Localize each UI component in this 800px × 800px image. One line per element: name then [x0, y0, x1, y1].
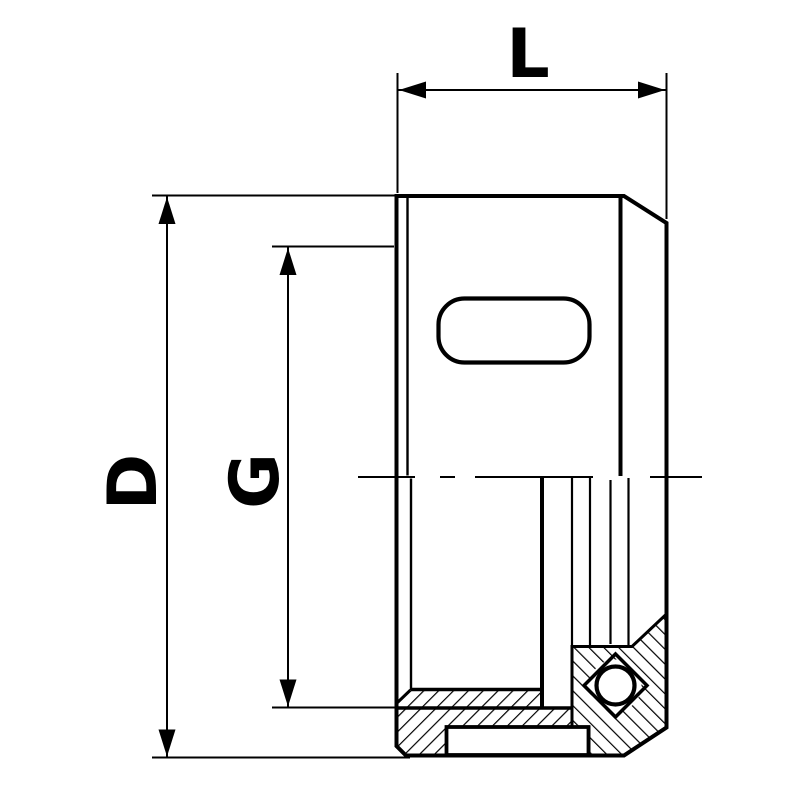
- arrowhead-up-icon: [279, 248, 297, 275]
- part-body: [358, 194, 702, 758]
- ball-race-diamond: [581, 651, 650, 720]
- dimension-label-D: D: [94, 454, 173, 510]
- section-hatch-bore-band: [397, 691, 542, 707]
- dimension-length: L: [396, 15, 668, 219]
- section-hatch-bottom-band: [396, 709, 572, 754]
- dimension-label-L: L: [506, 15, 549, 94]
- arrowhead-down-icon: [158, 729, 176, 757]
- bottom-recess: [444, 725, 591, 757]
- dimension-outer-diameter: D: [94, 194, 410, 759]
- bore-chamfer-line: [396, 688, 412, 704]
- bearing-ball: [594, 664, 637, 707]
- spanner-slot: [436, 296, 592, 365]
- dimension-thread-diameter: G: [216, 245, 396, 709]
- arrowhead-up-icon: [158, 197, 176, 224]
- arrowhead-left-icon: [399, 81, 426, 99]
- arrowhead-down-icon: [279, 679, 297, 707]
- arrowhead-right-icon: [638, 81, 665, 99]
- dimension-label-G: G: [216, 453, 295, 509]
